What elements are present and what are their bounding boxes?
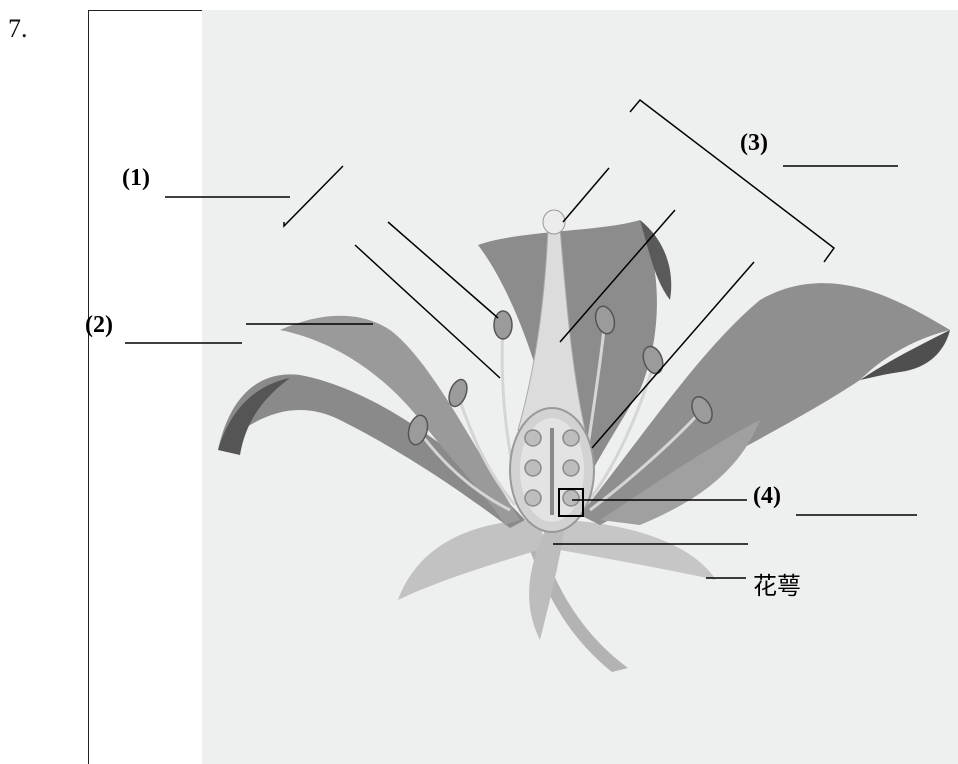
stigma (543, 210, 565, 234)
label-2: (2) (85, 312, 113, 339)
label-3: (3) (740, 130, 768, 157)
label-4: (4) (753, 483, 781, 510)
sepal-left (398, 520, 545, 600)
label-1: (1) (122, 165, 150, 192)
label-sepal: 花萼 (753, 566, 801, 601)
sepal-right (560, 520, 716, 580)
